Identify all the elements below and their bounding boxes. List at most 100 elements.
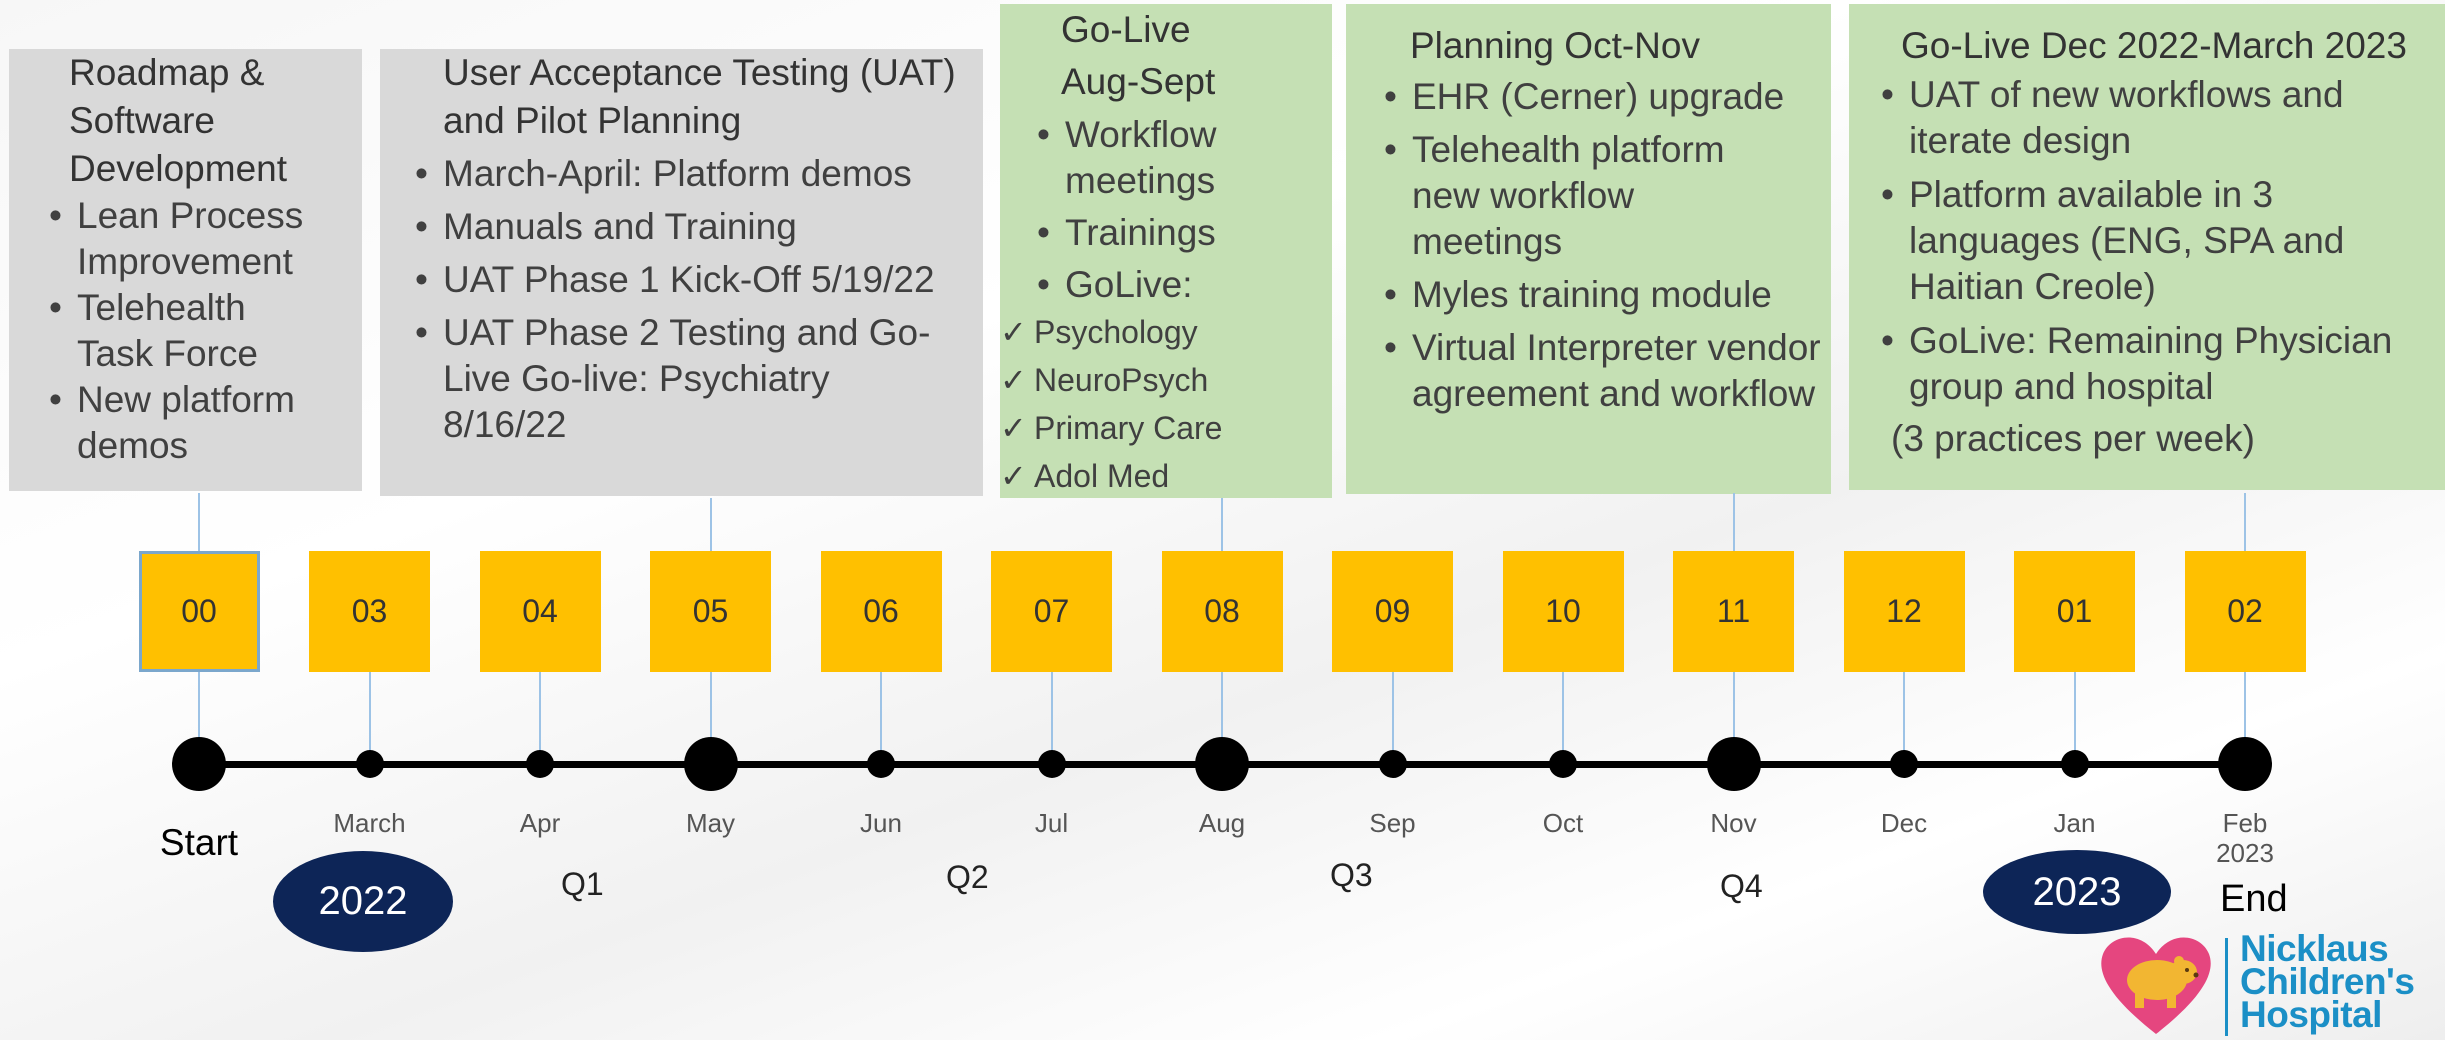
connector-line — [2244, 672, 2246, 764]
list-item: Platform available in 3 languages (ENG, … — [1881, 172, 2379, 310]
quarter-label-q2: Q2 — [946, 859, 989, 895]
list-item: GoLive: — [1037, 262, 1324, 308]
card-roadmap: Roadmap & Software Development Lean Proc… — [9, 49, 362, 491]
month-label: Start — [159, 822, 239, 863]
connector-line — [1391, 672, 1394, 764]
connector-line — [709, 498, 712, 551]
connector-line — [2244, 493, 2246, 551]
list-item: UAT Phase 1 Kick-Off 5/19/22 — [415, 257, 975, 303]
connector-line — [2073, 672, 2076, 764]
list-item: EHR (Cerner) upgrade — [1384, 74, 1823, 120]
month-label: Nov — [1710, 808, 1757, 838]
card-golive-dec-mar: Go-Live Dec 2022-March 2023 UAT of new w… — [1849, 4, 2445, 490]
month-box: 09 — [1332, 551, 1453, 672]
milestone-dot-major — [683, 737, 738, 791]
month-box: 12 — [1843, 551, 1965, 672]
milestone-dot-major — [2218, 737, 2272, 791]
card-list: Workflow meetings Trainings GoLive: Psyc… — [1000, 112, 1324, 500]
month-label: Dec — [1880, 808, 1928, 838]
connector-line — [1903, 672, 1905, 764]
list-item: Virtual Interpreter vendor agreement and… — [1384, 325, 1832, 417]
milestone-dot — [1037, 750, 1066, 778]
month-box: 05 — [650, 551, 771, 672]
year-badge-2022: 2022 — [273, 851, 453, 952]
month-box: 07 — [991, 551, 1112, 672]
connector-line — [1050, 672, 1053, 764]
month-label: Apr — [519, 808, 561, 838]
list-item: Adol Med — [1000, 452, 1324, 500]
list-item: Lean Process Improvement — [49, 193, 322, 285]
month-box: 02 — [2184, 551, 2306, 672]
heart-bear-icon — [2101, 937, 2211, 1034]
connector-line — [368, 672, 371, 764]
list-item: GoLive: Remaining Physician group and ho… — [1881, 318, 2429, 410]
card-planning-oct-nov: Planning Oct-Nov EHR (Cerner) upgrade Te… — [1346, 4, 1831, 494]
milestone-dot — [867, 750, 895, 778]
list-item: March-April: Platform demos — [415, 151, 975, 197]
month-box: 03 — [309, 551, 430, 672]
connector-line — [1732, 672, 1735, 764]
card-list: UAT of new workflows and iterate design … — [1881, 72, 2437, 462]
month-box: 04 — [479, 551, 601, 672]
list-item: Trainings — [1037, 210, 1324, 256]
logo-line: Nicklaus — [2240, 928, 2389, 969]
logo-wordmark: Nicklaus Children's Hospital — [2240, 928, 2415, 1035]
quarter-label-q4: Q4 — [1720, 868, 1763, 904]
card-title: User Acceptance Testing (UAT) and Pilot … — [443, 52, 956, 141]
list-item: Primary Care — [1000, 404, 1324, 452]
end-label: End — [2220, 878, 2288, 920]
card-uat: User Acceptance Testing (UAT) and Pilot … — [380, 49, 983, 496]
list-item: UAT of new workflows and iterate design — [1881, 72, 2399, 164]
month-label: Sep — [1369, 808, 1416, 838]
list-item: Myles training module — [1384, 272, 1823, 318]
year-badge-2023: 2023 — [1983, 850, 2171, 934]
list-item: Telehealth Task Force — [49, 285, 322, 377]
milestone-dot — [1890, 750, 1918, 778]
quarter-label-q3: Q3 — [1330, 857, 1373, 893]
milestone-dot-major — [172, 737, 226, 791]
connector-line — [1221, 498, 1223, 551]
month-box: 00 — [138, 551, 260, 672]
connector-line — [1221, 672, 1223, 764]
card-title: Roadmap & Software Development — [69, 52, 288, 189]
logo-line: Children's — [2240, 961, 2415, 1002]
list-item: (3 practices per week) — [1891, 418, 2255, 459]
milestone-dot — [1549, 750, 1577, 778]
month-label: March — [333, 808, 406, 838]
connector-line — [1732, 493, 1735, 551]
month-label: Aug — [1198, 808, 1246, 838]
logo-divider — [2225, 938, 2228, 1036]
connector-line — [198, 493, 200, 551]
list-item: Manuals and Training — [415, 204, 975, 250]
milestone-dot-major — [1706, 737, 1761, 791]
milestone-dot — [2060, 750, 2089, 778]
milestone-dot — [355, 750, 384, 778]
connector-line — [539, 672, 541, 764]
list-item: New platform demos — [49, 377, 337, 469]
month-box: 10 — [1502, 551, 1624, 672]
month-box: 08 — [1161, 551, 1283, 672]
connector-line — [198, 672, 200, 764]
list-item: Psychology — [1000, 308, 1324, 356]
quarter-label-q1: Q1 — [561, 866, 604, 902]
month-label: Jun — [860, 808, 902, 838]
month-label: Jul — [1034, 808, 1069, 838]
month-label: May — [685, 808, 736, 838]
logo-line: Hospital — [2240, 994, 2382, 1035]
milestone-dot-major — [1195, 737, 1249, 791]
connector-line — [1562, 672, 1564, 764]
milestone-dot — [526, 750, 554, 778]
month-box: 01 — [2014, 551, 2135, 672]
card-list: Lean Process Improvement Telehealth Task… — [49, 193, 352, 469]
month-label: Oct — [1542, 808, 1584, 838]
card-list: March-April: Platform demos Manuals and … — [415, 151, 975, 448]
milestone-dot — [1378, 750, 1407, 778]
list-item: Telehealth platform new workflow meeting… — [1384, 127, 1772, 265]
month-box: 11 — [1673, 551, 1794, 672]
connector-line — [880, 672, 882, 764]
card-golive-aug-sept: Go-Live Aug-Sept Workflow meetings Train… — [1000, 4, 1332, 500]
card-title: Planning Oct-Nov — [1410, 25, 1700, 66]
card-list: EHR (Cerner) upgrade Telehealth platform… — [1384, 74, 1823, 417]
list-item: NeuroPsych — [1000, 356, 1324, 404]
